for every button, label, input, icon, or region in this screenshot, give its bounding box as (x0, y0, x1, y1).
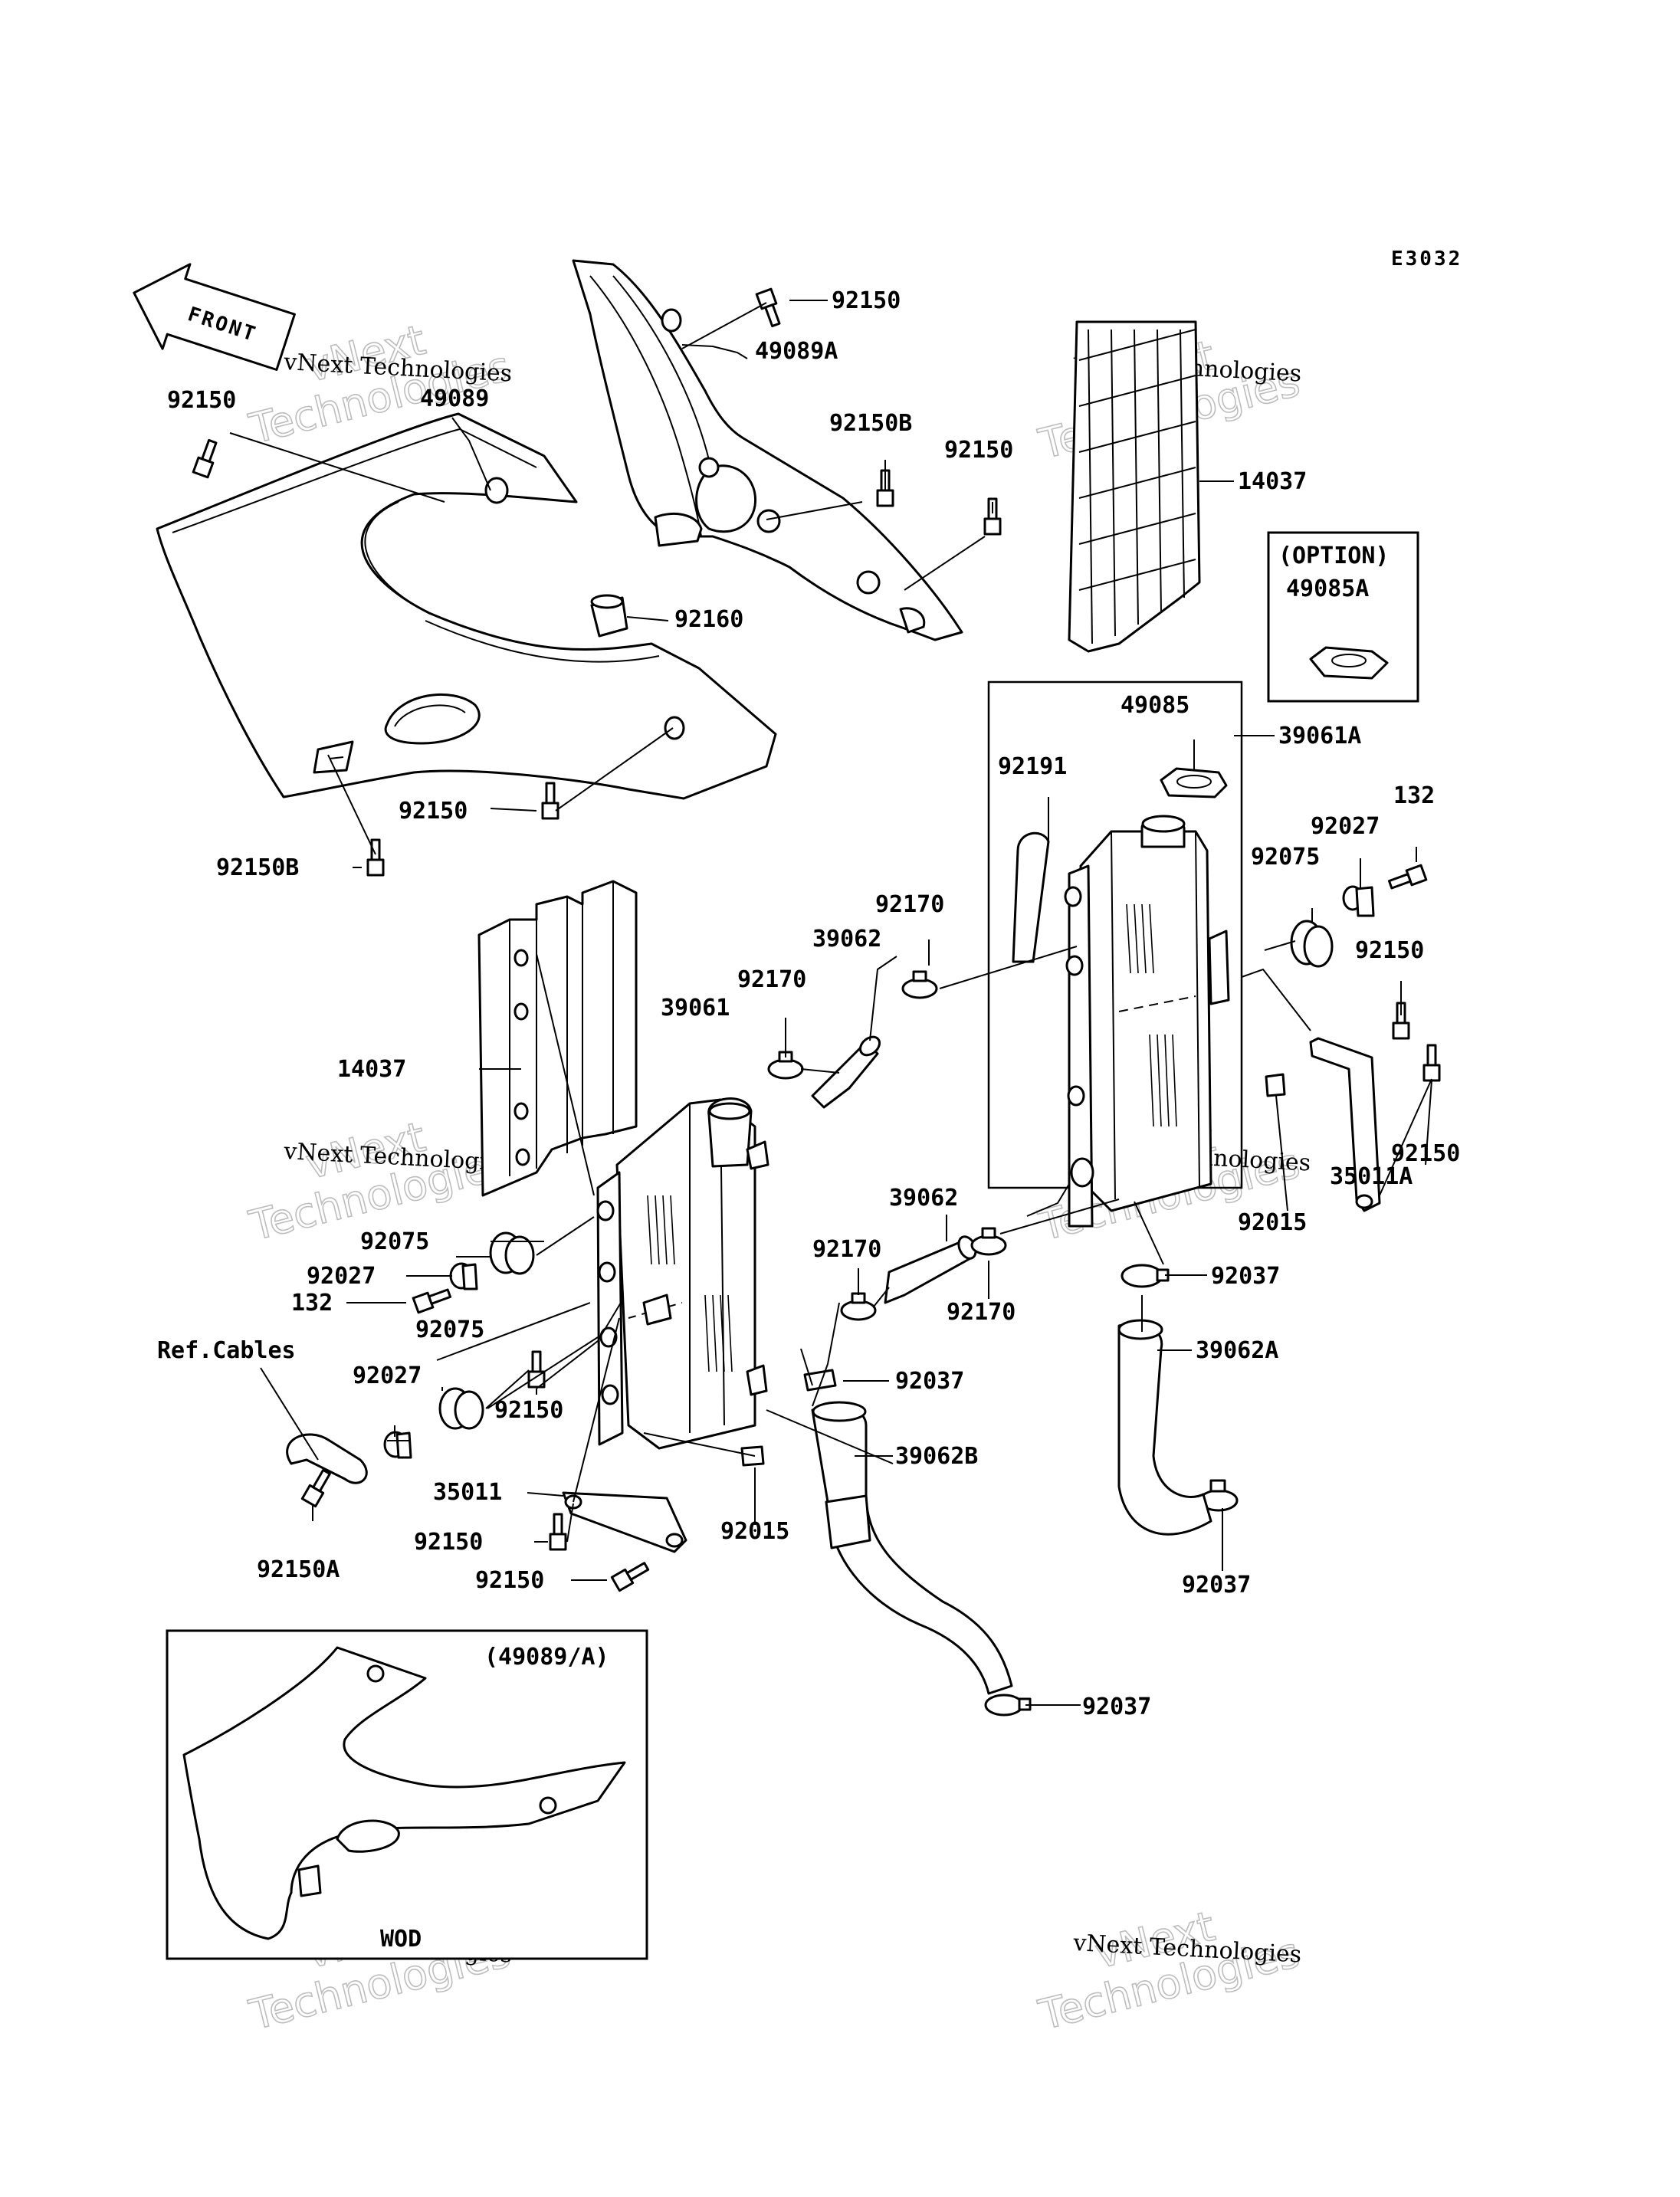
label-92170-d: 92170 (947, 1299, 1016, 1326)
label-132-a: 132 (1393, 782, 1435, 809)
leader-lines (229, 300, 1432, 1706)
part-labels: 49089 92150 92150 49089A 92150B 92150 14… (157, 287, 1460, 1720)
grommet-92075-upper-right (1290, 920, 1334, 968)
label-92075-c: 92075 (415, 1317, 484, 1343)
label-92150B-b: 92150B (216, 854, 299, 881)
label-92037-a: 92037 (1211, 1263, 1280, 1290)
hose-39062B (811, 1401, 1013, 1695)
grommet-92160 (590, 594, 628, 638)
radiator-shroud-left (156, 412, 777, 800)
label-92150B-a: 92150B (829, 410, 912, 437)
label-39062-a: 39062 (812, 926, 881, 953)
radiator-shroud-upper (572, 259, 963, 641)
option-part-label: 49085A (1286, 575, 1369, 602)
hose-39062-upper (811, 1035, 881, 1109)
label-92037-d: 92037 (1082, 1694, 1151, 1720)
label-39062A: 39062A (1196, 1337, 1278, 1364)
label-92150-h: 92150 (414, 1529, 483, 1556)
label-92150-g: 92150 (494, 1397, 563, 1424)
label-35011A: 35011A (1330, 1163, 1413, 1190)
label-92150-d: 92150 (399, 798, 468, 825)
clip-92015-right (1265, 1073, 1286, 1097)
label-39062-b: 39062 (889, 1185, 958, 1212)
label-92027-c: 92027 (353, 1362, 422, 1389)
collar-92027-left-2 (383, 1431, 412, 1459)
label-92027-b: 92027 (307, 1263, 376, 1290)
bracket-35011 (562, 1491, 687, 1553)
inset-title: (49089/A) (484, 1644, 609, 1671)
option-title: (OPTION) (1278, 543, 1390, 569)
collar-92027-left-1 (449, 1262, 478, 1290)
hose-39062A (1117, 1319, 1212, 1536)
label-92037-b: 92037 (895, 1368, 964, 1395)
label-39061: 39061 (661, 995, 730, 1021)
radiator-guard-left (477, 880, 638, 1197)
diagram-code: E3032 (1391, 248, 1462, 271)
label-92150-b: 92150 (832, 287, 901, 314)
radiator-guard-right-upper (1068, 320, 1201, 653)
label-35011: 35011 (433, 1479, 502, 1506)
radiator-left (596, 1097, 769, 1450)
label-92027-a: 92027 (1311, 813, 1380, 840)
label-92150-e: 92150 (1355, 937, 1424, 964)
grommet-92075-left-2 (438, 1387, 484, 1430)
label-92160: 92160 (674, 606, 743, 633)
label-39062B: 39062B (895, 1443, 978, 1470)
label-49089: 49089 (420, 385, 489, 412)
front-arrow-icon: FRONT (133, 263, 296, 371)
radiator-right (987, 680, 1243, 1228)
cable-guide-icon (286, 1433, 368, 1484)
label-92170-a: 92170 (875, 891, 944, 918)
breather-hose-92191 (1012, 831, 1050, 963)
label-14037-b: 14037 (337, 1056, 406, 1083)
label-92170-c: 92170 (812, 1236, 881, 1263)
label-92075-b: 92075 (360, 1228, 429, 1255)
bracket-35011A (1309, 1037, 1381, 1212)
collar-92027-upper-right (1342, 885, 1375, 917)
label-92170-b: 92170 (737, 966, 806, 993)
label-132-b: 132 (291, 1290, 333, 1317)
label-39061A: 39061A (1278, 723, 1361, 749)
clamp-icons (767, 970, 1239, 1717)
grommet-92075-left-1 (489, 1231, 535, 1275)
label-92150A: 92150A (257, 1556, 340, 1583)
label-92150-a: 92150 (167, 387, 236, 414)
label-92150-f: 92150 (1391, 1140, 1460, 1167)
inset-box: (49089/A) (166, 1629, 648, 1960)
label-92037-c: 92037 (1182, 1572, 1251, 1599)
bolt-icons (192, 287, 1441, 1592)
label-92150-i: 92150 (475, 1567, 544, 1594)
radiator-cap-49085 (1160, 767, 1228, 798)
label-92191: 92191 (998, 753, 1067, 780)
ref-cables-label: Ref.Cables (157, 1337, 296, 1364)
label-49085: 49085 (1121, 692, 1189, 719)
label-92015-b: 92015 (720, 1518, 789, 1545)
label-92075-a: 92075 (1251, 844, 1320, 871)
label-92150-c: 92150 (944, 437, 1013, 464)
label-14037-a: 14037 (1238, 468, 1307, 495)
inset-caption: WOD (380, 1926, 422, 1953)
label-92015-a: 92015 (1238, 1209, 1307, 1236)
option-box: (OPTION) 49085A (1267, 531, 1419, 703)
hose-39062-lower (884, 1235, 977, 1304)
label-49089A: 49089A (755, 338, 838, 365)
